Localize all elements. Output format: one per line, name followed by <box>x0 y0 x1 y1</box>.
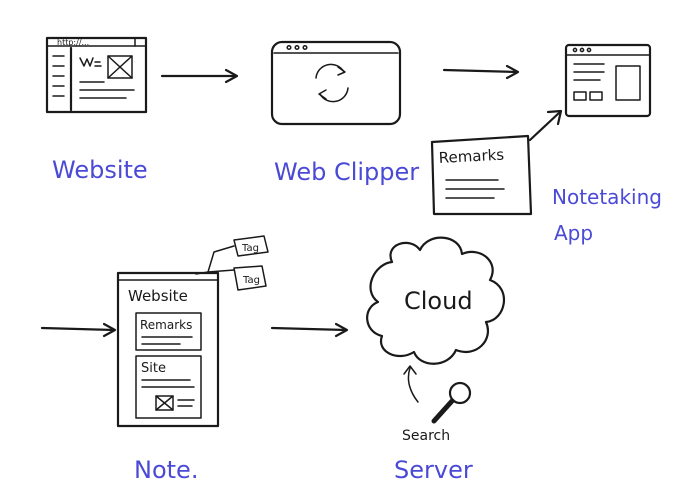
remarks-sketch: Remarks <box>430 134 533 216</box>
notetaking-app-sketch <box>564 43 652 118</box>
label-notetaking: Notetaking <box>552 185 662 209</box>
note-remarks-text: Remarks <box>140 318 192 332</box>
note-sketch: Website Remarks Site <box>116 271 220 428</box>
arrow-clipper-to-notetaking <box>442 64 520 80</box>
note-site-text: Site <box>141 361 166 376</box>
label-web-clipper: Web Clipper <box>274 158 419 186</box>
website-sketch: http://... <box>45 36 148 114</box>
arrow-remarks-to-notetaking <box>528 109 563 142</box>
refresh-icon <box>315 63 349 103</box>
label-app: App <box>554 221 593 245</box>
label-note: Note. <box>134 456 198 484</box>
search-sketch: Search <box>402 365 472 444</box>
label-server: Server <box>394 456 473 484</box>
arrow-website-to-clipper <box>160 68 239 84</box>
arrow-into-note <box>40 322 117 338</box>
magnifier-icon <box>431 381 472 424</box>
website-url-text: http://... <box>57 38 89 47</box>
note-website-text: Website <box>128 287 188 305</box>
arrow-note-to-cloud <box>270 322 349 338</box>
cloud-text: Cloud <box>404 287 473 315</box>
cloud-sketch: Cloud <box>366 236 506 365</box>
tag2-text: Tag <box>242 275 260 286</box>
tags-sketch: Tag Tag <box>195 235 269 291</box>
tag1-text: Tag <box>241 243 259 254</box>
remarks-text: Remarks <box>438 146 504 167</box>
web-clipper-sketch <box>270 40 402 126</box>
search-text: Search <box>402 428 450 444</box>
label-website: Website <box>52 156 148 184</box>
